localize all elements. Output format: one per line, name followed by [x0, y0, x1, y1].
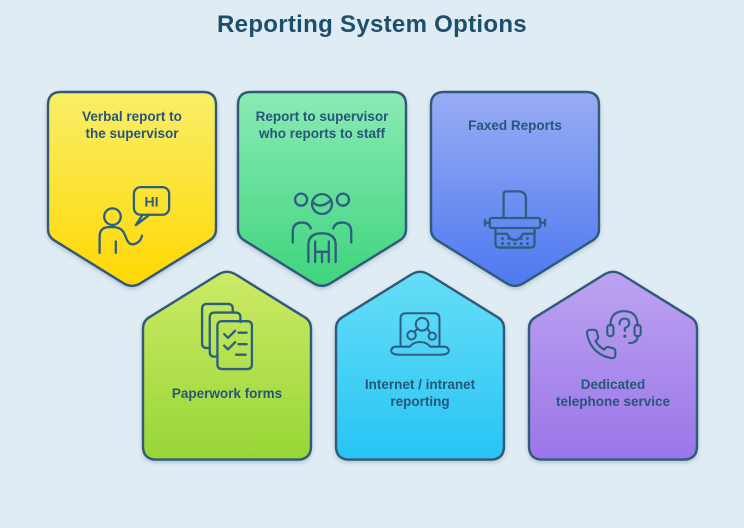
card-label-line: who reports to staff [258, 126, 385, 141]
card-label: Faxed Reports [438, 102, 592, 148]
card-label-line: reporting [390, 394, 450, 409]
card-faxed-reports[interactable]: Faxed Reports [429, 90, 601, 289]
card-label: Paperwork forms [150, 370, 304, 416]
card-label-line: the supervisor [85, 126, 179, 141]
card-label-line: Faxed Reports [468, 117, 562, 133]
card-label-line: Paperwork forms [171, 385, 283, 401]
card-paperwork-forms[interactable]: Paperwork forms [141, 269, 313, 461]
svg-text:HI: HI [144, 195, 158, 211]
page-title: Reporting System Options [217, 11, 527, 38]
card-label: Dedicated telephone service [536, 370, 690, 416]
banner-shape-up [141, 270, 313, 461]
laptop-network-icon [390, 312, 450, 356]
card-report-to-supervisor[interactable]: Report to supervisor who reports to staf… [236, 90, 408, 289]
card-internet-reporting[interactable]: Internet / intranet reporting [334, 269, 506, 461]
fax-machine-icon [483, 190, 547, 249]
banner-shape-up [334, 270, 506, 461]
card-label-line: Internet / intranet [364, 377, 476, 392]
banner-shape-down [236, 90, 408, 288]
card-label: Verbal report to the supervisor [55, 102, 209, 148]
card-verbal-report[interactable]: Verbal report to the supervisor HI [46, 90, 218, 289]
card-label-line: Dedicated [580, 377, 646, 392]
person-speech-bubble-icon: HI [98, 185, 171, 254]
people-group-icon [291, 192, 353, 264]
banner-shape-down [46, 90, 218, 288]
banner-shape-down [429, 90, 601, 288]
paperwork-checklist-icon [200, 302, 254, 371]
card-label-line: Report to supervisor [255, 109, 389, 124]
card-label-line: telephone service [555, 394, 671, 409]
card-telephone-service[interactable]: Dedicated telephone service [527, 269, 699, 461]
banner-shape-up [527, 270, 699, 461]
card-label-line: Verbal report to [82, 109, 182, 124]
phone-headset-icon [585, 310, 642, 360]
card-label: Report to supervisor who reports to staf… [245, 102, 399, 148]
card-label: Internet / intranet reporting [343, 370, 497, 416]
